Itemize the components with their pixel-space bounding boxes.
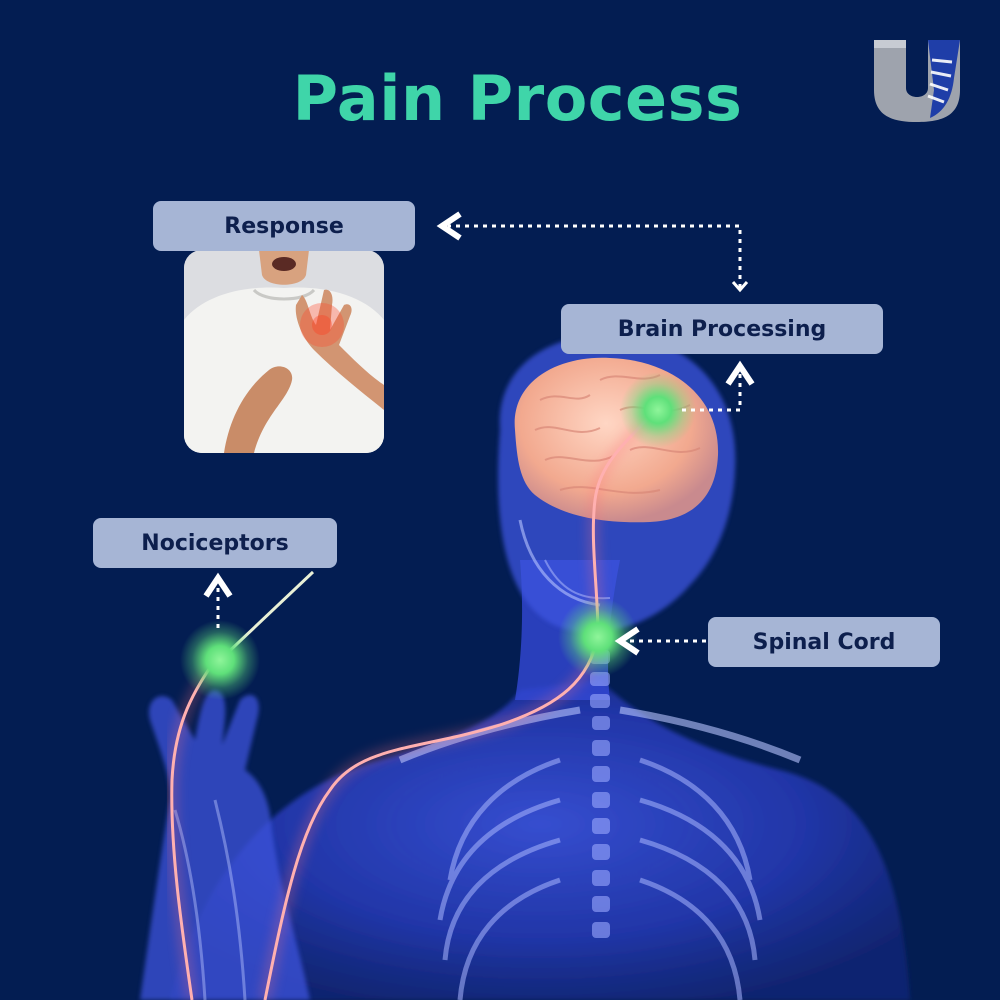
person-hand-pain-icon — [184, 250, 384, 453]
spinal-cord-label: Spinal Cord — [708, 617, 940, 667]
u-shield-logo-icon — [874, 40, 960, 122]
page-title: Pain Process — [292, 62, 743, 135]
brain-processing-label: Brain Processing — [561, 304, 883, 354]
nociceptors-label: Nociceptors — [93, 518, 337, 568]
person-hand-pain-photo — [184, 250, 384, 453]
response-label: Response — [153, 201, 415, 251]
